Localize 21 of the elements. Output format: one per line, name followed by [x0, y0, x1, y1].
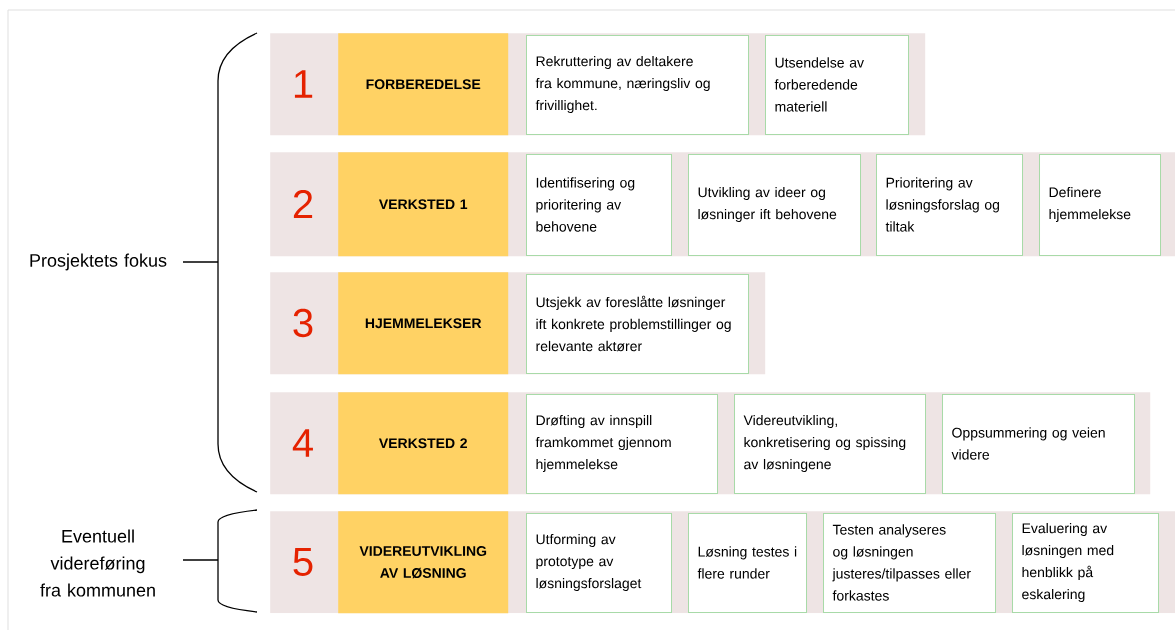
task-box: Prioritering av løsningsforslag og tiltak: [876, 154, 1023, 256]
task-box: Utvikling av ideer og løsninger ift behovene: [688, 154, 861, 256]
task-box: Utforming av prototype av løsningsforslaget: [526, 513, 672, 613]
step-heading: VERKSTED 2: [338, 392, 509, 495]
step-heading: FORBEREDELSE: [338, 33, 509, 136]
task-box: Løsning testes i flere runder: [688, 513, 807, 613]
group-label: Prosjektets fokus: [30, 253, 167, 271]
task-box: Oppsummering og veien videre: [942, 394, 1135, 494]
task-box: Testen analyseres og løsningen justeres/tilpasses eller forkastes: [823, 513, 996, 613]
step-heading: VIDEREUTVIKLING AV LØSNING: [338, 511, 509, 614]
task-box: Identifisering og prioritering av behovene: [526, 154, 672, 256]
task-box: Utsendelse av forberedende materiell: [765, 35, 909, 135]
task-box: Videreutvikling, konkretisering og spissing av løsningene: [734, 394, 926, 494]
group-label: Eventuell videreføring fra kommunen: [40, 529, 155, 597]
task-box: Definere hjemmelekse: [1039, 154, 1161, 256]
task-box: Rekruttering av deltakere fra kommune, næringsliv og frivillighet.: [526, 35, 749, 135]
step-heading: HJEMMELEKSER: [338, 272, 509, 375]
task-box: Evaluering av løsningen med henblikk på eskalering: [1012, 513, 1159, 613]
task-box: Drøfting av innspill framkommet gjennom hjemmelekse: [526, 394, 718, 494]
step-heading: VERKSTED 1: [338, 152, 509, 257]
task-box: Utsjekk av foreslåtte løsninger ift konkrete problemstillinger og relevante aktører: [526, 274, 749, 374]
